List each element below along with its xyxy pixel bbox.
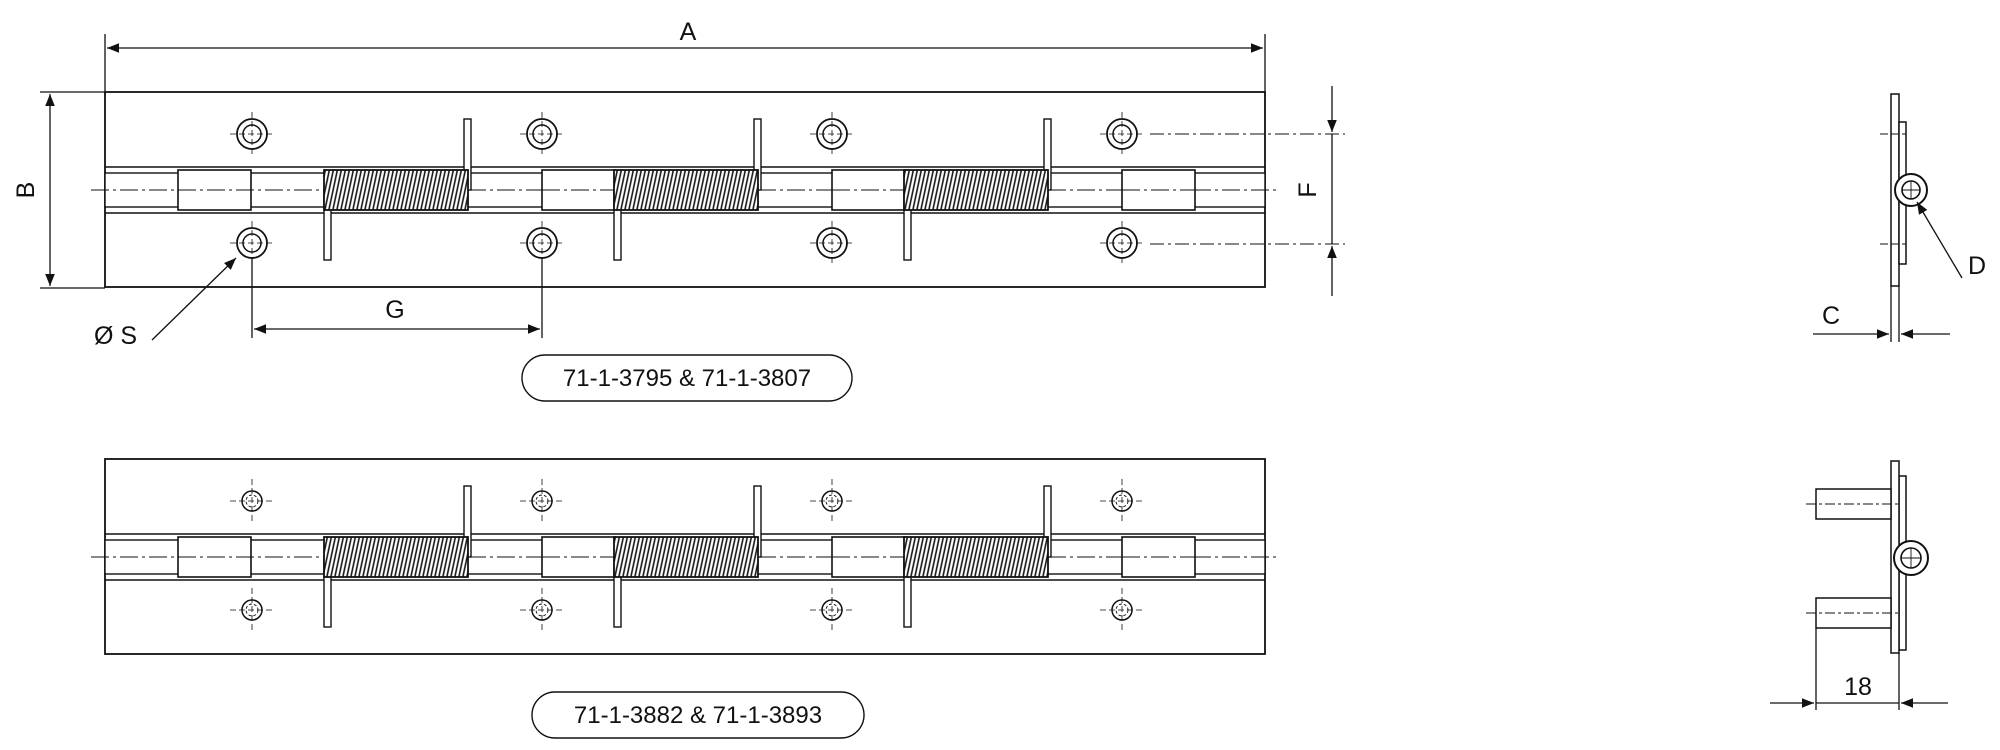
dimension-a <box>104 34 1266 95</box>
dimension-c <box>1813 286 1950 342</box>
label-f: F <box>1294 182 1322 197</box>
dimension-f <box>1150 86 1345 296</box>
label-g: G <box>385 296 404 324</box>
spring-coil <box>903 536 1049 578</box>
caption-bottom: 71-1-3882 & 71-1-3893 <box>574 702 822 729</box>
label-s: Ø S <box>94 322 137 350</box>
spring-coil <box>613 169 759 211</box>
bottom-hinge-front-view <box>91 458 1279 655</box>
spring-coil <box>903 169 1049 211</box>
leader-d <box>1916 201 1963 279</box>
spring-coil <box>323 169 469 211</box>
spring-coil <box>613 536 759 578</box>
side-view-bottom <box>1806 460 1929 654</box>
label-c: C <box>1822 302 1840 330</box>
spring-coil <box>323 536 469 578</box>
dimension-b <box>40 91 105 289</box>
dimension-g <box>251 258 543 338</box>
label-b: B <box>12 182 40 199</box>
caption-top-frame <box>521 354 853 402</box>
label-d: D <box>1968 252 1986 280</box>
caption-bottom-frame <box>531 691 865 739</box>
top-hinge-front-view <box>91 91 1279 288</box>
leader-s <box>151 257 237 341</box>
caption-top: 71-1-3795 & 71-1-3807 <box>563 365 811 392</box>
dimension-18 <box>1770 628 1948 710</box>
label-18: 18 <box>1844 673 1872 701</box>
label-a: A <box>680 18 697 46</box>
side-view-top <box>1880 93 1928 287</box>
